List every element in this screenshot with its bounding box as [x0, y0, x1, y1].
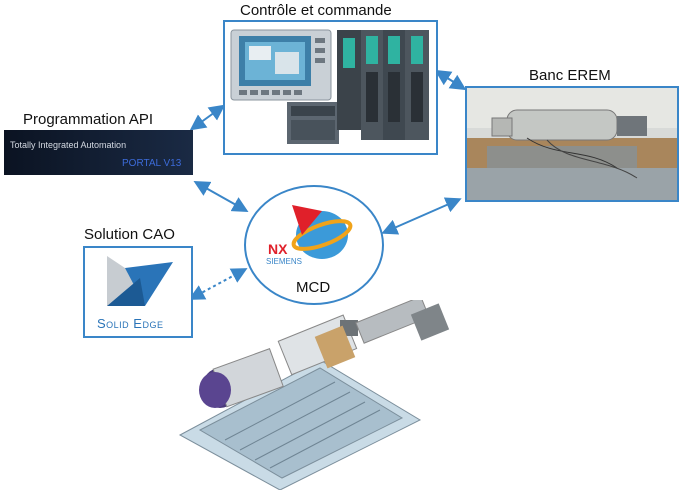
portal-banner: Totally Integrated Automation PORTAL V13 — [4, 130, 193, 175]
arrow-control-to-banc — [434, 69, 467, 91]
nx-company: SIEMENS — [266, 257, 303, 266]
plc-hardware-illustration — [230, 29, 429, 144]
test-bench-photo — [467, 88, 677, 200]
banc-photo — [465, 86, 679, 202]
portal-title: Totally Integrated Automation — [10, 140, 127, 150]
control-label: Contrôle et commande — [240, 2, 392, 19]
nx-logo-icon — [291, 205, 353, 259]
solid-edge-box: Solid Edge — [83, 246, 193, 338]
portal-version: PORTAL V13 — [122, 158, 182, 169]
solid-edge-text: Solid Edge — [97, 316, 164, 331]
solid-edge-logo-icon — [107, 256, 173, 306]
arrow-api-to-control — [189, 104, 226, 131]
arrow-cao-to-mcd — [188, 268, 248, 300]
mcd-label: MCD — [296, 279, 331, 296]
mcd-circle: NX SIEMENS MCD — [244, 185, 384, 305]
control-panel — [223, 20, 438, 155]
banc-label: Banc EREM — [529, 67, 611, 84]
api-label: Programmation API — [23, 111, 154, 128]
arrow-mcd-to-banc — [381, 197, 462, 235]
nx-brand: NX — [268, 241, 288, 257]
cao-label: Solution CAO — [84, 226, 175, 243]
arrow-api-to-mcd — [193, 181, 249, 212]
cad-model-illustration — [178, 300, 450, 490]
